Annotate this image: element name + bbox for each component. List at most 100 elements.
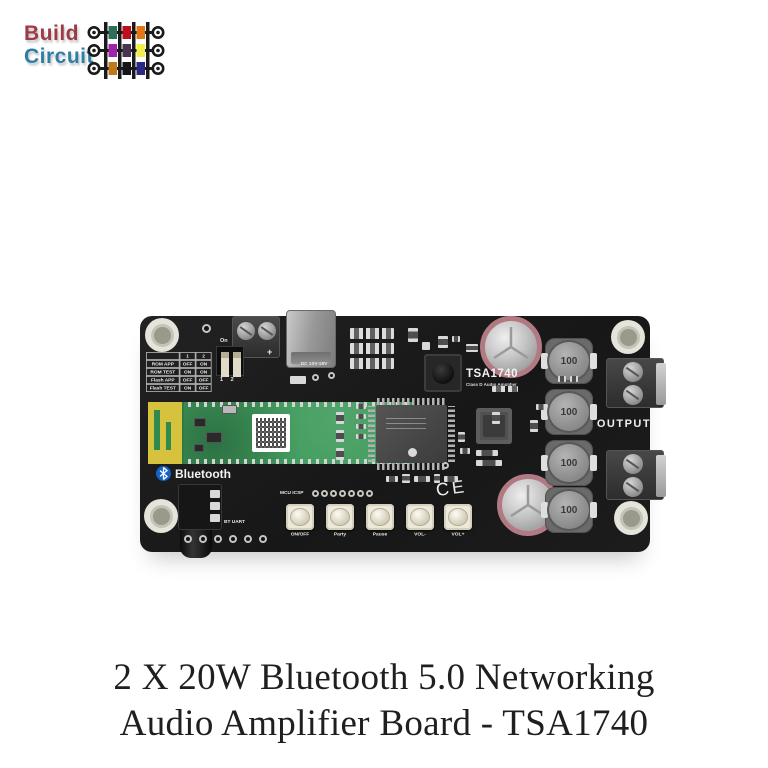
mcu-chip — [368, 398, 455, 470]
plus-mark: + — [267, 347, 273, 357]
circuit-grid-icon — [87, 22, 165, 79]
smd-component — [229, 535, 237, 543]
antenna-area — [148, 402, 184, 464]
smd-component — [210, 502, 220, 510]
bluetooth-silkscreen: Bluetooth — [156, 466, 231, 481]
smd-component — [408, 328, 418, 342]
logo-grid-cell — [108, 44, 117, 57]
module-usb — [222, 405, 237, 414]
product-title-line2: Audio Amplifier Board - TSA1740 — [119, 703, 649, 744]
module-pads — [188, 402, 410, 407]
terminal-screw — [623, 454, 643, 474]
inductor: 100 — [541, 338, 597, 384]
logo-grid-cell — [136, 26, 145, 39]
vol-up-label: VOL+ — [451, 532, 465, 537]
smd-component — [414, 476, 430, 482]
party-label: Party — [333, 532, 347, 537]
logo-text-circuit: Circuit — [24, 45, 95, 68]
smd-component — [422, 342, 430, 350]
smd-component — [402, 474, 410, 483]
product-title: 2 X 20W Bluetooth 5.0 Networking Audio A… — [0, 655, 768, 747]
vol-down-label: VOL- — [414, 532, 426, 537]
dip-numbers: 1 2 — [220, 377, 237, 383]
dc-barrel-jack — [286, 310, 336, 368]
smd-component — [386, 476, 398, 482]
dip-on-label: On — [220, 338, 228, 344]
onoff-label: ON/OFF — [290, 532, 310, 537]
terminal-screw — [237, 322, 255, 340]
logo-grid-cell — [122, 62, 131, 75]
power-terminal: - + — [232, 316, 280, 358]
inductor: 100 — [541, 440, 597, 486]
qr-sticker — [252, 414, 290, 452]
smd-component — [458, 432, 465, 442]
pause-label: Pause — [372, 532, 388, 537]
smd-component — [330, 490, 337, 497]
output-terminal — [606, 358, 666, 408]
smd-component — [244, 535, 252, 543]
smd-component — [202, 324, 211, 333]
smd-component — [558, 376, 566, 382]
smd-component — [460, 448, 470, 454]
smd-component — [350, 328, 394, 339]
terminal-screw — [623, 477, 643, 497]
logo-grid-cell — [108, 26, 117, 39]
mounting-hole — [145, 318, 179, 352]
module-ic — [194, 444, 204, 452]
smd-component — [214, 535, 222, 543]
smd-component — [290, 376, 306, 384]
mcu-icsp-label: MCU ICSP — [280, 491, 304, 496]
logo-grid-cell — [122, 26, 131, 39]
smd-component — [328, 372, 335, 379]
model-label: TSA1740 — [466, 368, 519, 380]
logo-grid-cell — [122, 44, 131, 57]
smd-component — [356, 414, 366, 419]
terminal-screw — [623, 385, 643, 405]
bluetooth-label: Bluetooth — [175, 466, 231, 481]
smd-component — [434, 474, 440, 483]
dip-switch — [216, 346, 244, 377]
bluetooth-icon — [156, 466, 171, 481]
smd-component — [339, 490, 346, 497]
smd-component — [321, 490, 328, 497]
smd-component — [336, 448, 344, 460]
model-sub-label: Class D Audio Amplifier — [466, 383, 517, 388]
onoff-button — [286, 504, 314, 530]
smd-component — [348, 490, 355, 497]
buildcircuit-logo: Build Circuit — [24, 22, 194, 84]
mounting-hole — [611, 320, 645, 354]
product-title-line1: 2 X 20W Bluetooth 5.0 Networking — [113, 657, 655, 698]
module-ic — [206, 432, 222, 443]
electrolytic-capacitor — [480, 316, 542, 378]
audio-jack-barrel — [180, 530, 212, 558]
smd-component — [356, 424, 366, 429]
pause-button — [366, 504, 394, 530]
logo-grid-cell — [136, 44, 145, 57]
smd-component — [357, 490, 364, 497]
inductor: 100 — [541, 389, 597, 435]
dc-voltage-label: DC 10V-18V — [300, 362, 328, 367]
output-label: OUTPUT — [596, 418, 652, 430]
mounting-hole — [144, 499, 178, 533]
inductor: 100 — [541, 487, 597, 533]
bt-uart-label: BT UART — [224, 520, 246, 525]
smd-component — [199, 535, 207, 543]
smd-component — [452, 336, 460, 342]
smd-component — [466, 344, 478, 352]
smd-component — [356, 404, 366, 409]
smd-component — [312, 374, 319, 381]
smd-component — [476, 450, 498, 456]
smd-component — [570, 376, 578, 382]
smd-component — [476, 460, 502, 466]
reset-button — [424, 354, 462, 392]
terminal-screw — [623, 362, 643, 382]
party-button — [326, 504, 354, 530]
vol-up-button — [444, 504, 472, 530]
vol-down-button — [406, 504, 434, 530]
smd-component — [350, 358, 394, 369]
smd-component — [259, 535, 267, 543]
output-terminal — [606, 450, 666, 500]
smd-component — [444, 476, 458, 482]
smd-component — [530, 420, 538, 432]
